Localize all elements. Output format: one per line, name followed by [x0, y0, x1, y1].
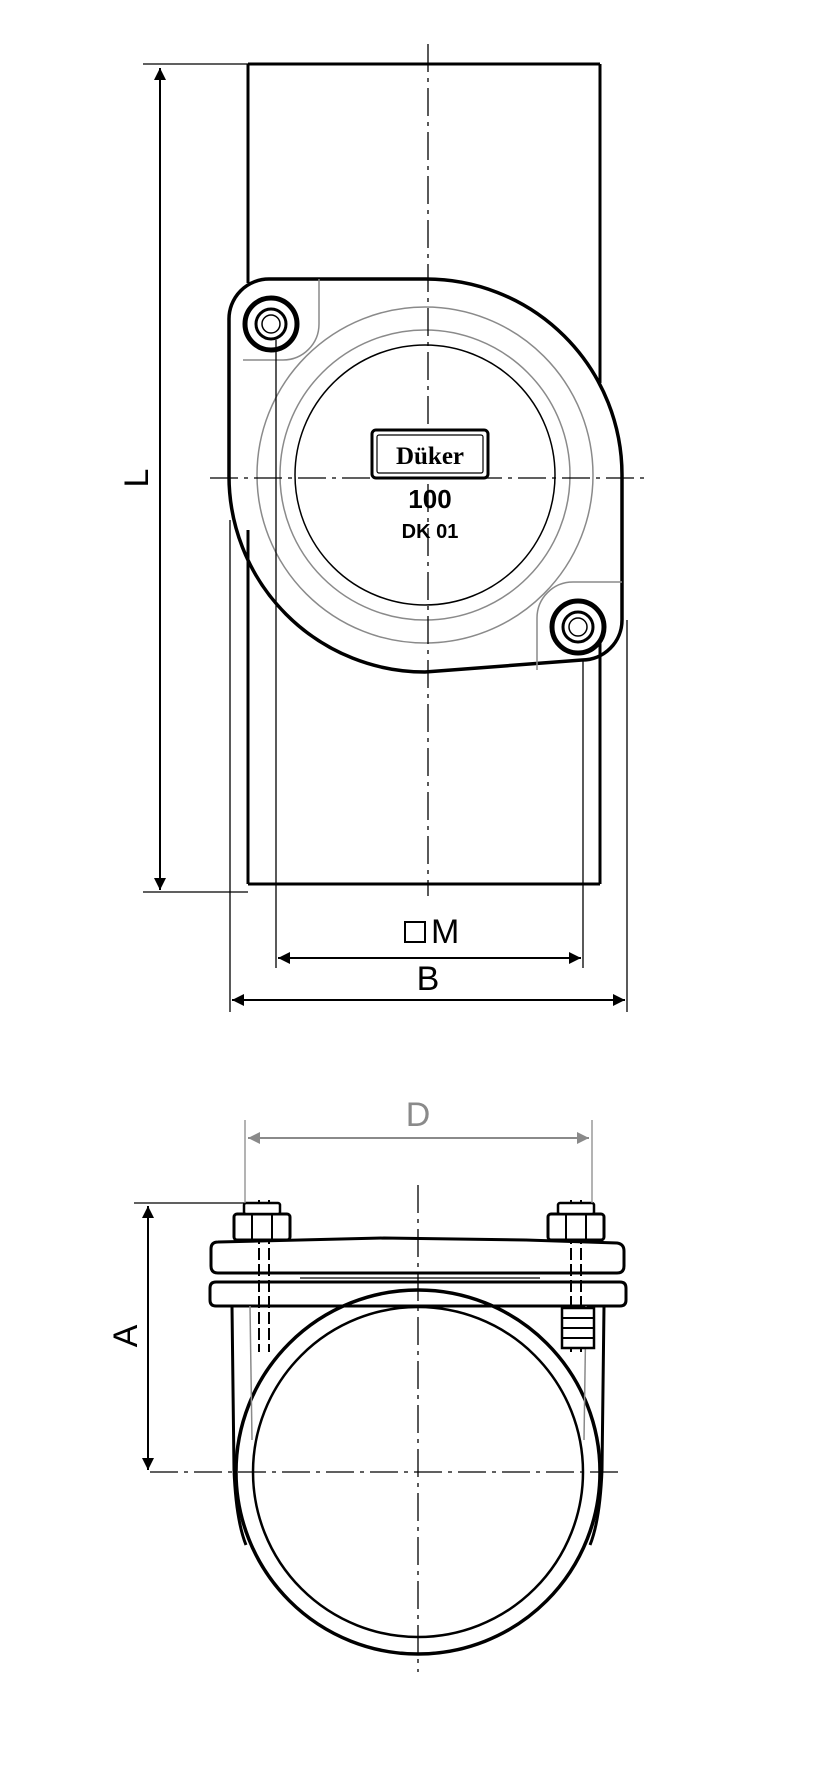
saddle-outlet-ring-outer [279, 329, 571, 621]
bolt-pad-top-left [243, 279, 320, 361]
label-D: D [406, 1096, 431, 1134]
lower-saddle-plate [208, 1280, 628, 1308]
bolt-pad-bottom-right [536, 581, 622, 670]
brand-logo: Düker [396, 443, 464, 470]
side-view [134, 1120, 628, 1672]
saddle-outline [227, 277, 624, 674]
saddle-outlet-ring-inner [294, 344, 556, 606]
upper-flange [209, 1236, 626, 1275]
model-marking: DK 01 [402, 521, 459, 543]
label-A: A [107, 1324, 145, 1347]
saddle-leg-left [230, 1305, 248, 1546]
nut-right [546, 1201, 606, 1242]
label-M: M [431, 913, 459, 951]
bolt-bottom-right [549, 598, 607, 656]
top-view [143, 44, 648, 1012]
label-L: L [118, 469, 156, 488]
product-marking: Düker 100 DK 01 [370, 428, 490, 543]
bolt-thread-right [560, 1306, 596, 1350]
square-symbol [404, 921, 426, 943]
size-marking: 100 [408, 484, 451, 514]
brand-logo-frame [370, 428, 490, 480]
bolt-top-left [242, 295, 300, 353]
label-B: B [417, 960, 440, 998]
nut-left [232, 1201, 292, 1242]
saddle-leg-right [588, 1305, 606, 1546]
saddle-inner-ring [256, 306, 594, 644]
